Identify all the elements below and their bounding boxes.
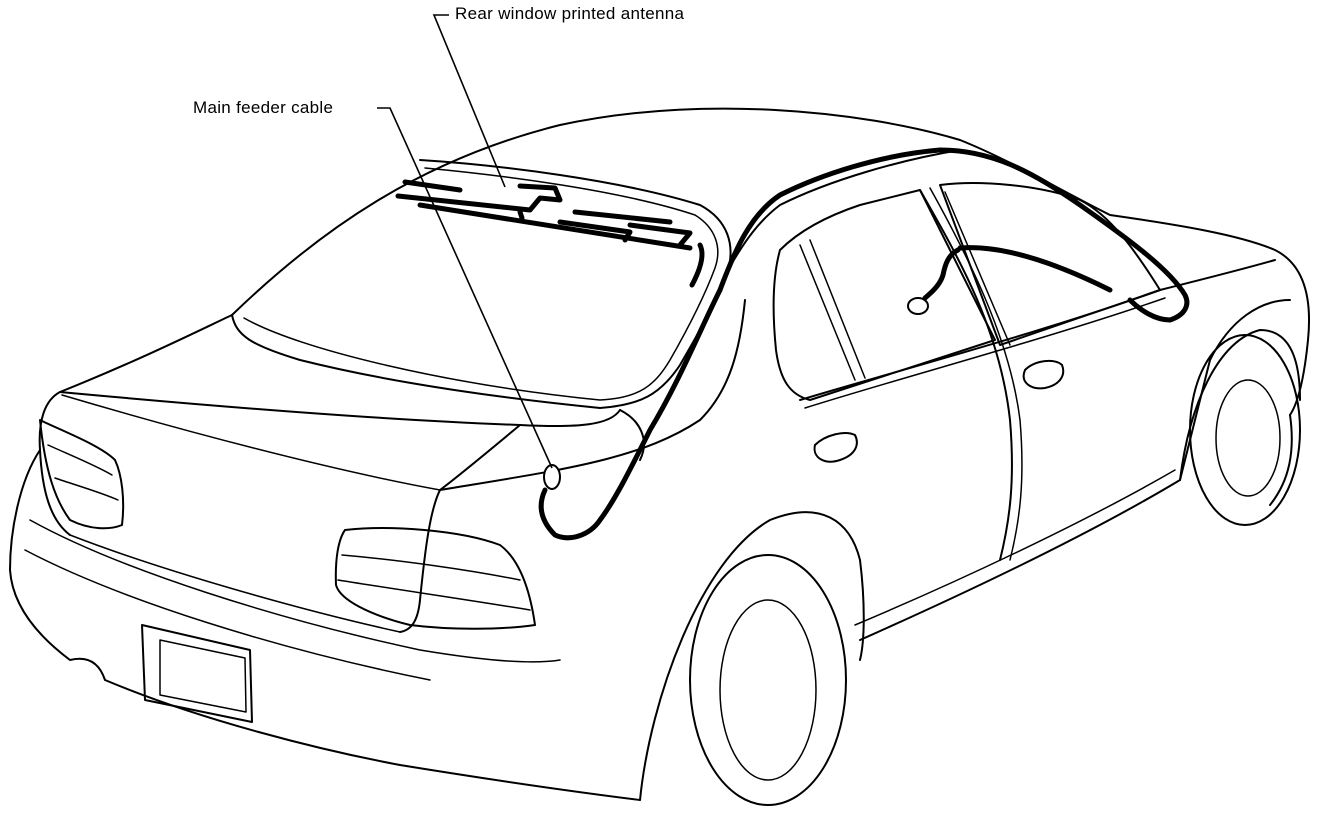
rear-window-antenna-label: Rear window printed antenna <box>455 4 685 23</box>
main-feeder-cable-path <box>538 147 1190 541</box>
rear-window-antenna-grid <box>395 179 705 288</box>
main-feeder-cable-label: Main feeder cable <box>193 98 334 117</box>
leader-lines <box>377 14 553 469</box>
trunk-connector <box>543 464 561 490</box>
leader-feeder <box>377 107 553 469</box>
car-body <box>9 107 1311 806</box>
leader-antenna <box>432 14 506 188</box>
door-connector <box>907 297 929 315</box>
